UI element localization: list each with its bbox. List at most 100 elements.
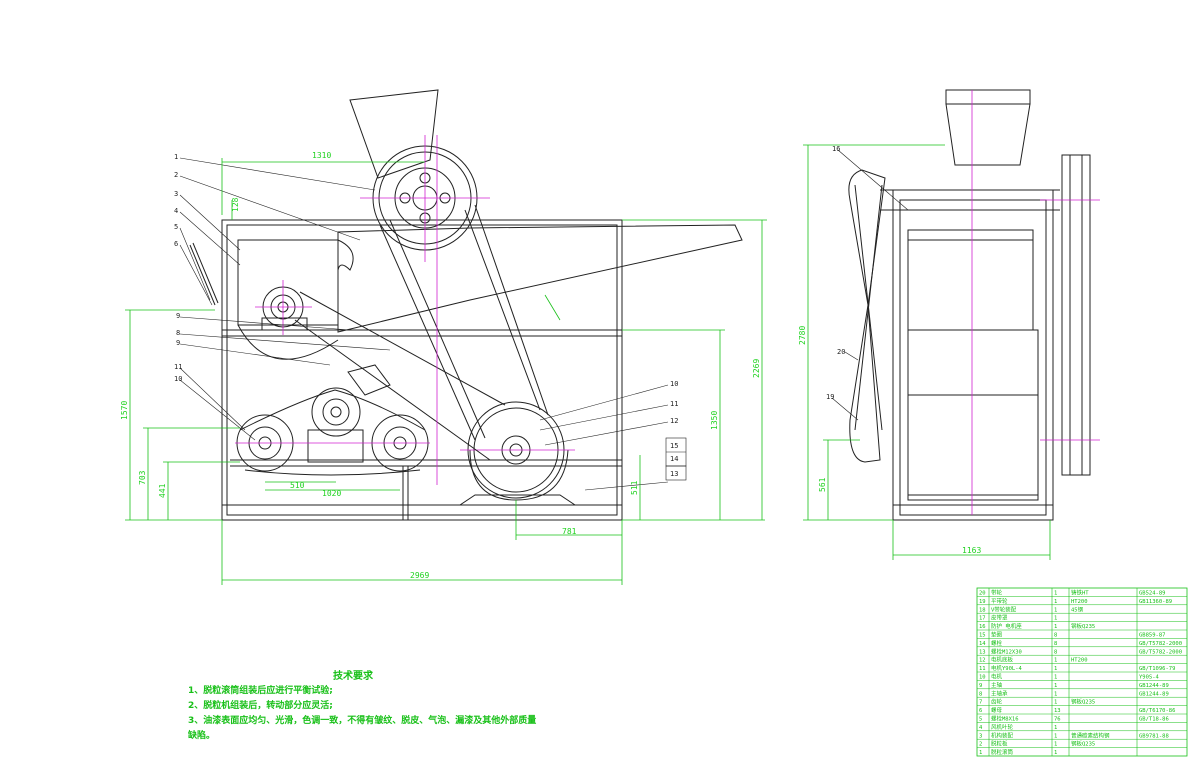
- bom-cell: 钢板Q235: [1071, 740, 1095, 748]
- bom-cell: 18: [979, 607, 986, 613]
- bom-cell: 脱粒板: [991, 740, 1008, 748]
- bom-cell: GB1244-89: [1139, 691, 1169, 697]
- bom-cell: GB/T18-86: [1139, 717, 1169, 723]
- bom-cell: 1: [1054, 666, 1057, 672]
- bom-cell: 45钢: [1071, 605, 1084, 613]
- dim-1163: 1163: [962, 546, 981, 555]
- bom-cell: 1: [979, 750, 982, 756]
- side-pulley-stack: [1061, 154, 1091, 476]
- bom-cell: HT200: [1071, 658, 1088, 664]
- leader-11a: 11: [174, 363, 182, 371]
- side-view: 2780 561 1163 16 20 19: [798, 89, 1100, 560]
- leader-lines: [179, 157, 687, 491]
- bom-cell: 风机叶轮: [991, 723, 1014, 731]
- bom-cell: GB11360-89: [1139, 599, 1172, 605]
- requirement-2: 2、脱粒机组装后，转动部分应灵活;: [188, 699, 333, 711]
- bom-cell: GB9781-88: [1139, 733, 1169, 739]
- leader-10b: 10: [670, 380, 678, 388]
- hopper: [349, 89, 439, 179]
- bom-cell: 7: [979, 700, 982, 706]
- bom-cell: 1: [1054, 607, 1057, 613]
- bom-cell: 6: [979, 708, 982, 714]
- bom-cell: 5: [979, 717, 982, 723]
- bom-cell: GB/T6170-86: [1139, 708, 1175, 714]
- bom-cell: 钢板Q235: [1071, 698, 1095, 706]
- drum-housing: [237, 239, 339, 326]
- bom-cell: 1: [1054, 599, 1057, 605]
- bom-cell: 13: [979, 649, 986, 655]
- main-frame: [221, 219, 623, 521]
- discharge-chute: [337, 224, 743, 333]
- bom-cell: 1: [1054, 700, 1057, 706]
- bom-cell: GB859-87: [1139, 633, 1166, 639]
- bom-cell: 1: [1054, 624, 1057, 630]
- leader-3: 3: [174, 190, 178, 198]
- bom-cell: 平带轮: [991, 597, 1008, 605]
- bom-cell: 1: [1054, 675, 1057, 681]
- bom-cell: 螺母: [991, 706, 1003, 714]
- bom-cell: HT200: [1071, 599, 1088, 605]
- leader-5: 5: [174, 223, 178, 231]
- bom-cell: GB/T5782-2000: [1139, 649, 1182, 655]
- bom-cell: 主轴承: [991, 689, 1008, 697]
- bom-cell: 4: [979, 725, 983, 731]
- bom-cell: 20: [979, 591, 986, 597]
- bom-cell: 脱粒滚筒: [991, 748, 1014, 756]
- side-belt: [848, 169, 886, 463]
- bom-cell: 齿轮: [991, 698, 1003, 706]
- bom-cell: 2: [979, 742, 982, 748]
- bom-cell: 11: [979, 666, 986, 672]
- leader-10a: 10: [174, 375, 182, 383]
- side-hopper: [945, 103, 1031, 166]
- bom-cell: 1: [1054, 733, 1057, 739]
- side-hopper-top: [945, 89, 1031, 105]
- dim-703: 703: [138, 470, 147, 485]
- side-base: [892, 504, 1054, 521]
- requirement-1: 1、脱粒滚筒组装后应进行平衡试验;: [188, 684, 333, 696]
- requirements-title: 技术要求: [333, 669, 374, 682]
- bom-cell: 13: [1054, 708, 1061, 714]
- bom-cell: 9: [979, 683, 982, 689]
- bom-cell: 8: [1054, 641, 1057, 647]
- dim-561: 561: [818, 477, 827, 492]
- bom-cell: V带轮装配: [991, 605, 1017, 613]
- leader-19: 19: [826, 393, 834, 401]
- leader-16: 16: [832, 145, 840, 153]
- dim-1350: 1350: [710, 411, 719, 430]
- bom-cell: 3: [979, 733, 982, 739]
- bom-cell: 14: [979, 641, 986, 647]
- front-view: 1310 128 2969 1570 703 441 510 1020 1350…: [120, 89, 767, 585]
- side-body: [907, 329, 1039, 501]
- bom-cell: 1: [1054, 691, 1057, 697]
- leader-9b: 9: [176, 339, 180, 347]
- bom-cell: 电机Y90L-4: [991, 664, 1023, 672]
- leader-13: 13: [670, 470, 678, 478]
- fan-pulley: [255, 280, 312, 335]
- bom-cell: 螺栓: [991, 639, 1003, 647]
- main-frame-inner: [226, 224, 618, 516]
- bom-cell: 螺栓M8X16: [991, 715, 1019, 723]
- dim-510: 510: [290, 481, 305, 490]
- bom-cell: GB524-89: [1139, 591, 1166, 597]
- top-pulley: [360, 135, 490, 262]
- requirement-4: 缺陷。: [187, 729, 215, 741]
- bom-cell: 8: [979, 691, 982, 697]
- dim-1020: 1020: [322, 489, 341, 498]
- leader-12: 12: [670, 417, 678, 425]
- bom-cell: 主轴: [991, 681, 1003, 689]
- bom-cell: Y90S-4: [1139, 675, 1160, 681]
- side-dimension-lines: [803, 144, 1051, 560]
- lever-2: [192, 242, 219, 304]
- front-dimension-lines: [125, 158, 767, 585]
- bom-cell: 1: [1054, 591, 1057, 597]
- dim-441: 441: [158, 483, 167, 498]
- technical-requirements: 技术要求 1、脱粒滚筒组装后应进行平衡试验; 2、脱粒机组装后，转动部分应灵活;…: [187, 669, 536, 741]
- side-drum: [907, 229, 1034, 331]
- bom-cell: 12: [979, 658, 986, 664]
- drum-bottom-curve: [237, 324, 339, 360]
- side-leaders: [831, 149, 909, 421]
- dim-781: 781: [562, 527, 577, 536]
